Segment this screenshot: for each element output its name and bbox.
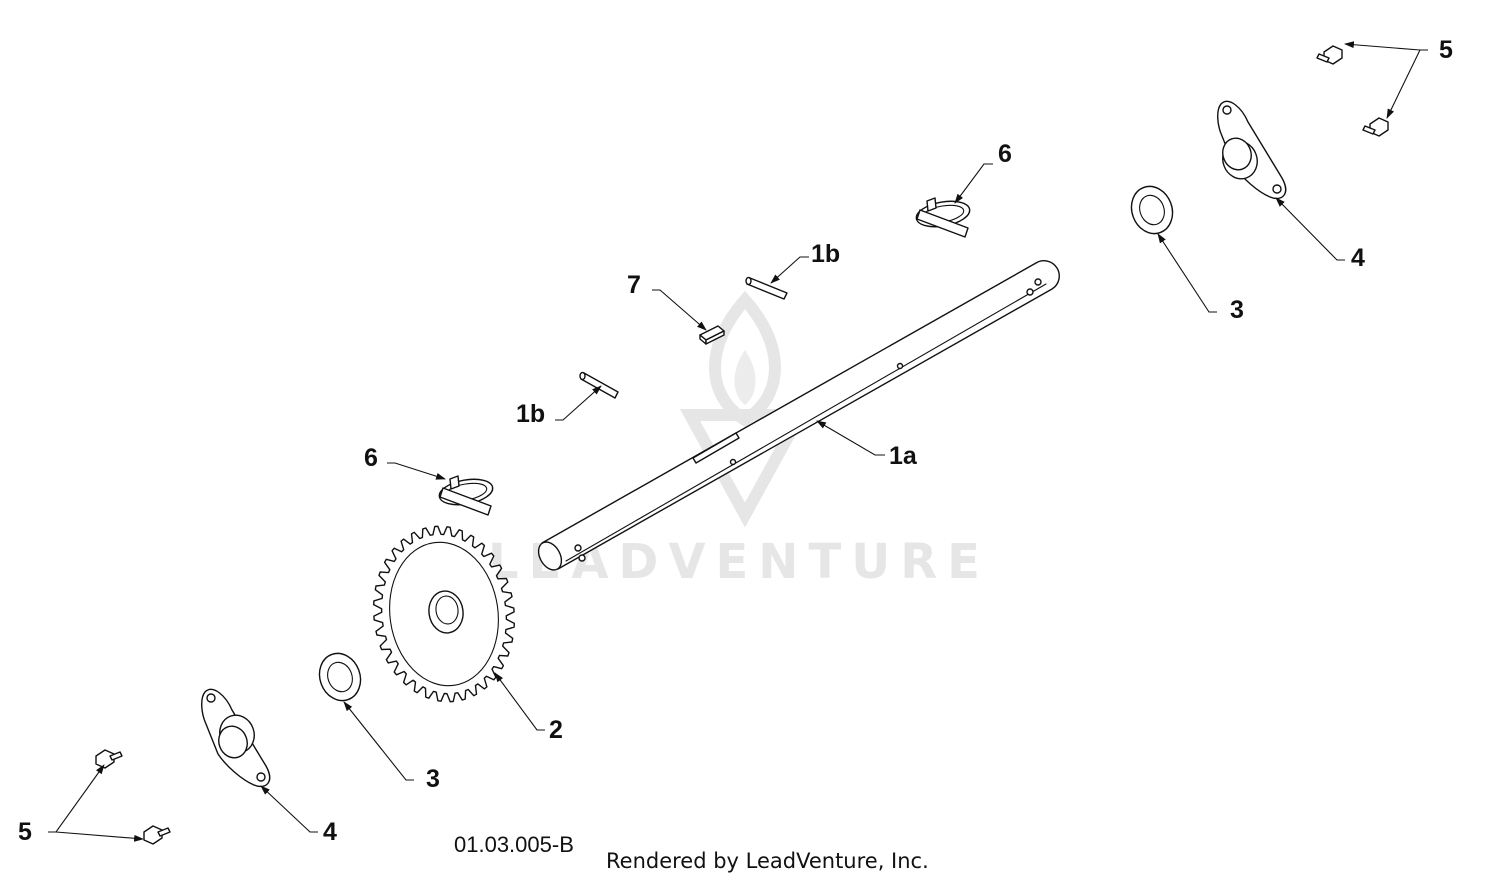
callout-5-right: 5 xyxy=(1439,36,1453,64)
drive-sprocket xyxy=(373,525,515,703)
flat-washer-left xyxy=(318,652,362,702)
leader-lines xyxy=(48,41,1428,842)
drawing-code: 01.03.005-B xyxy=(454,832,574,857)
callout-4-left: 4 xyxy=(323,818,337,846)
callout-1a: 1a xyxy=(889,442,918,470)
axle-shaft-end xyxy=(537,541,563,571)
callout-4-right: 4 xyxy=(1351,244,1365,272)
callout-7: 7 xyxy=(627,271,641,299)
callout-3-left: 3 xyxy=(426,765,440,793)
flat-washer-right xyxy=(1130,185,1174,235)
flange-bearing-right xyxy=(1217,100,1287,200)
roll-pin-lower xyxy=(579,371,619,399)
hairpin-clip-right xyxy=(915,197,971,238)
hex-bolt-left-lower xyxy=(143,825,171,845)
flange-bearing-left xyxy=(201,688,271,788)
callout-6-right: 6 xyxy=(998,140,1012,168)
callouts: 1a 1b 1b 2 3 3 4 4 5 5 6 6 7 xyxy=(18,36,1453,846)
hex-bolt-right-lower xyxy=(1362,117,1389,137)
callout-1b-upper: 1b xyxy=(811,240,840,268)
hex-bolt-right-upper xyxy=(1316,45,1343,65)
roll-pin-upper xyxy=(745,276,788,300)
hex-bolt-left-upper xyxy=(95,749,123,769)
callout-2: 2 xyxy=(549,716,563,744)
axle-shaft xyxy=(537,260,1060,571)
render-credit: Rendered by LeadVenture, Inc. xyxy=(606,849,929,873)
hairpin-clip-left xyxy=(438,475,494,516)
callout-3-right: 3 xyxy=(1230,296,1244,324)
shaft-key xyxy=(699,325,725,345)
callout-1b-lower: 1b xyxy=(516,400,545,428)
callout-6-left: 6 xyxy=(364,444,378,472)
callout-5-left: 5 xyxy=(18,818,32,846)
axle-keyway xyxy=(692,432,740,464)
